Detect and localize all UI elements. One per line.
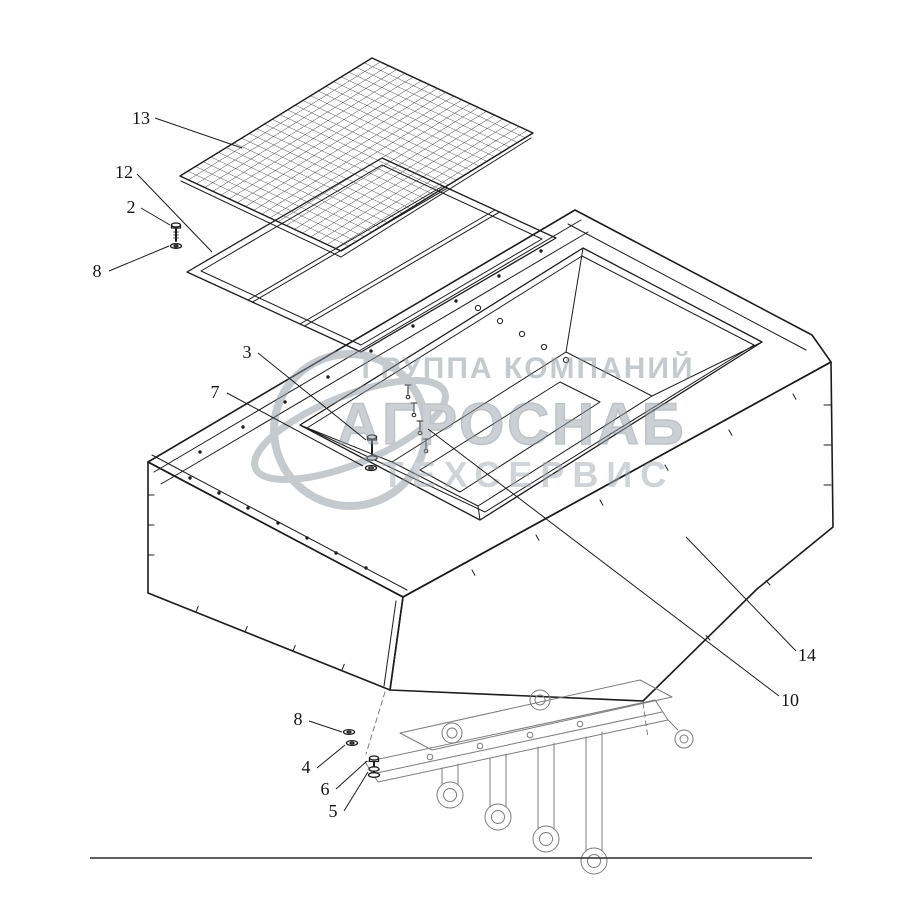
callout-6: 6	[321, 760, 368, 799]
mounting-plate	[399, 679, 673, 751]
callout-label-5: 5	[329, 801, 338, 821]
callout-label-7: 7	[211, 382, 220, 402]
plate-hole-2-inner	[534, 694, 546, 706]
left-panel-outline	[147, 461, 404, 691]
callout-3: 3	[243, 342, 367, 441]
metering-end-bracket	[667, 719, 694, 749]
metering-beam	[364, 699, 669, 783]
metering-unit-3	[532, 742, 560, 853]
callout-label-12: 12	[115, 162, 133, 182]
callout-8-top-leader	[108, 245, 170, 272]
screw-head-top	[366, 434, 378, 440]
callout-label-2: 2	[127, 197, 136, 217]
interior-hole-row	[474, 304, 570, 364]
callout-2-leader	[140, 207, 171, 226]
washer-part-8-bottom	[342, 728, 356, 736]
plate-hole-1-outer	[441, 722, 463, 744]
callout-13-leader	[154, 117, 243, 149]
hopper-rim-band-back	[567, 223, 807, 351]
callout-label-8-bottom: 8	[294, 709, 303, 729]
callout-5-leader	[343, 771, 369, 812]
hopper-side-panel-part-14	[389, 361, 834, 702]
watermark-line2: АГРОСНАБ	[337, 392, 686, 457]
callout-8-top: 8	[93, 245, 170, 281]
hopper-left-panel	[147, 461, 404, 691]
bolt-part-6-5	[367, 755, 381, 778]
callout-10-leader	[427, 428, 780, 697]
beam-bolt-dots	[426, 720, 584, 761]
side-panel-top-edge-ticks	[471, 393, 797, 576]
watermark-line3: ТЕХСЕРВИС	[382, 454, 675, 495]
rim-rivet-dots-front-left	[188, 476, 368, 570]
washer-hole	[368, 466, 374, 470]
mesh-screen-part-13	[179, 57, 534, 258]
callout-14: 14	[685, 536, 816, 665]
callout-12-leader	[136, 173, 213, 253]
washer-outer	[364, 464, 378, 472]
callout-13: 13	[132, 108, 243, 149]
orbit-ring-logo-icon	[251, 350, 449, 510]
plate-hole-2-outer	[529, 689, 551, 711]
callout-4: 4	[302, 744, 346, 777]
watermark-line1: ГРУППА КОМПАНИЙ	[361, 351, 694, 385]
projection-line-right	[642, 702, 649, 739]
bolt-part-2	[170, 222, 182, 242]
funnel-corner-creases	[299, 247, 763, 521]
washer-part-4	[345, 739, 359, 747]
callout-7-leader	[226, 392, 364, 467]
side-panel-diagonal-edge-ticks	[705, 580, 771, 641]
opening-inner-line	[306, 255, 755, 513]
callout-3-leader	[257, 352, 367, 441]
bottom-fasteners	[342, 728, 381, 778]
washer-part-8-top	[169, 243, 183, 249]
callout-7: 7	[211, 382, 364, 467]
callout-12: 12	[115, 162, 213, 253]
callout-8-bottom-leader	[308, 720, 343, 733]
projection-line-left	[365, 691, 386, 755]
washer-hole	[173, 244, 179, 248]
side-panel-right-edge-ticks	[823, 404, 832, 486]
funnel-slot	[419, 381, 601, 493]
washer-outer	[169, 243, 183, 249]
hopper-interior	[299, 247, 763, 521]
callouts: 13 12 2 8 3 7 14 10	[93, 108, 817, 821]
callout-label-13: 13	[132, 108, 150, 128]
metering-beam-inner-line	[371, 711, 663, 775]
side-panel-outline	[389, 361, 834, 702]
rim-rivet-dots-upper-left	[198, 249, 543, 454]
watermark: ГРУППА КОМПАНИЙ АГРОСНАБ ТЕХСЕРВИС	[251, 350, 694, 510]
callout-label-4: 4	[302, 757, 311, 777]
callout-4-leader	[316, 744, 346, 769]
mesh-screen-grid	[179, 57, 534, 252]
metering-assembly	[364, 679, 694, 875]
mesh-screen-thickness-edge	[180, 137, 532, 258]
left-panel-edge-ticks	[147, 494, 345, 671]
metering-unit-2	[484, 753, 512, 831]
callout-14-leader	[685, 536, 797, 652]
callout-label-10: 10	[781, 690, 799, 710]
callout-5: 5	[329, 771, 369, 821]
callout-label-3: 3	[243, 342, 252, 362]
callout-10: 10	[427, 428, 799, 710]
plate-hole-1-inner	[446, 727, 458, 739]
bolt-head-top	[170, 222, 182, 228]
washer-part-7	[364, 464, 378, 472]
metering-unit-1	[436, 763, 464, 809]
hopper-rim-band-left-1	[153, 219, 582, 473]
callout-8-bottom: 8	[294, 709, 343, 733]
left-panel-front-seam	[383, 600, 397, 687]
metering-unit-4	[580, 731, 608, 875]
bolt-threads	[173, 231, 179, 239]
callout-label-6: 6	[321, 779, 330, 799]
callout-2: 2	[127, 197, 171, 226]
callout-6-leader	[335, 760, 368, 790]
lid-frame-rail-2	[299, 209, 500, 327]
callout-label-8-top: 8	[93, 261, 102, 281]
callout-label-14: 14	[798, 645, 816, 665]
